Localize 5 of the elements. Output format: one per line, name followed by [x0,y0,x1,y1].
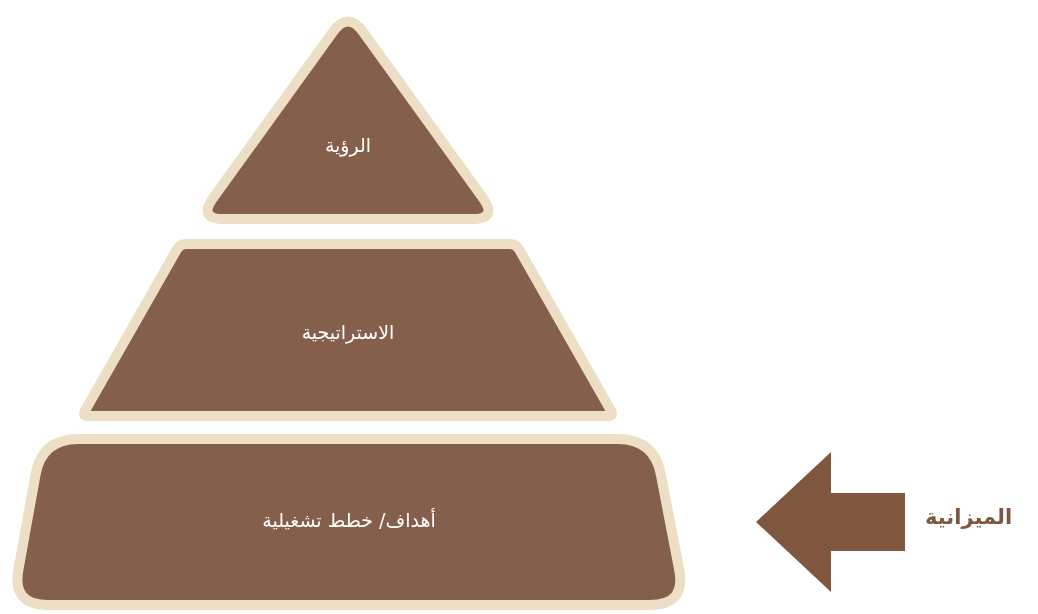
tier-label: الرؤية [324,134,372,156]
tier-label: أهداف/ خطط تشغيلية [262,509,436,531]
block-arrow [756,452,905,592]
tier-label: الاستراتيجية [301,321,395,343]
side-label: الميزانية [925,505,1013,529]
